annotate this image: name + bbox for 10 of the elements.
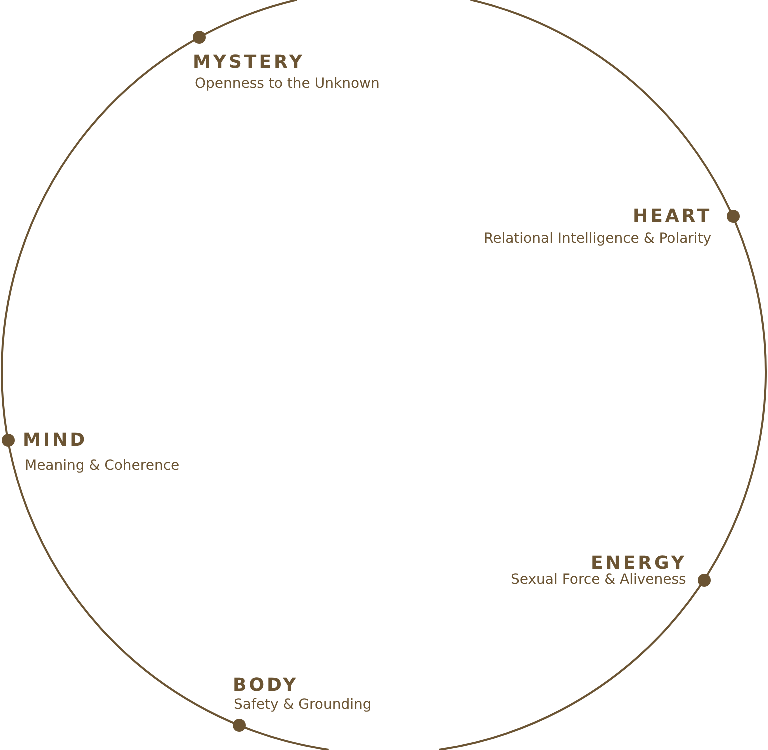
category-subtitle: Openness to the Unknown [195, 76, 380, 91]
category-heading: BODY [233, 677, 299, 695]
category-subtitle: Meaning & Coherence [24, 459, 180, 473]
category-heading: MIND [22, 432, 88, 450]
category-heading: MYSTERY [193, 54, 305, 72]
category-heading: ENERGY [591, 555, 687, 573]
category-subtitle: Safety & Grounding [234, 698, 372, 712]
category-subtitle: Relational Intelligence & Polarity [484, 232, 712, 246]
category-heading: HEART [633, 208, 712, 226]
category-subtitle: Sexual Force & Aliveness [511, 573, 686, 587]
